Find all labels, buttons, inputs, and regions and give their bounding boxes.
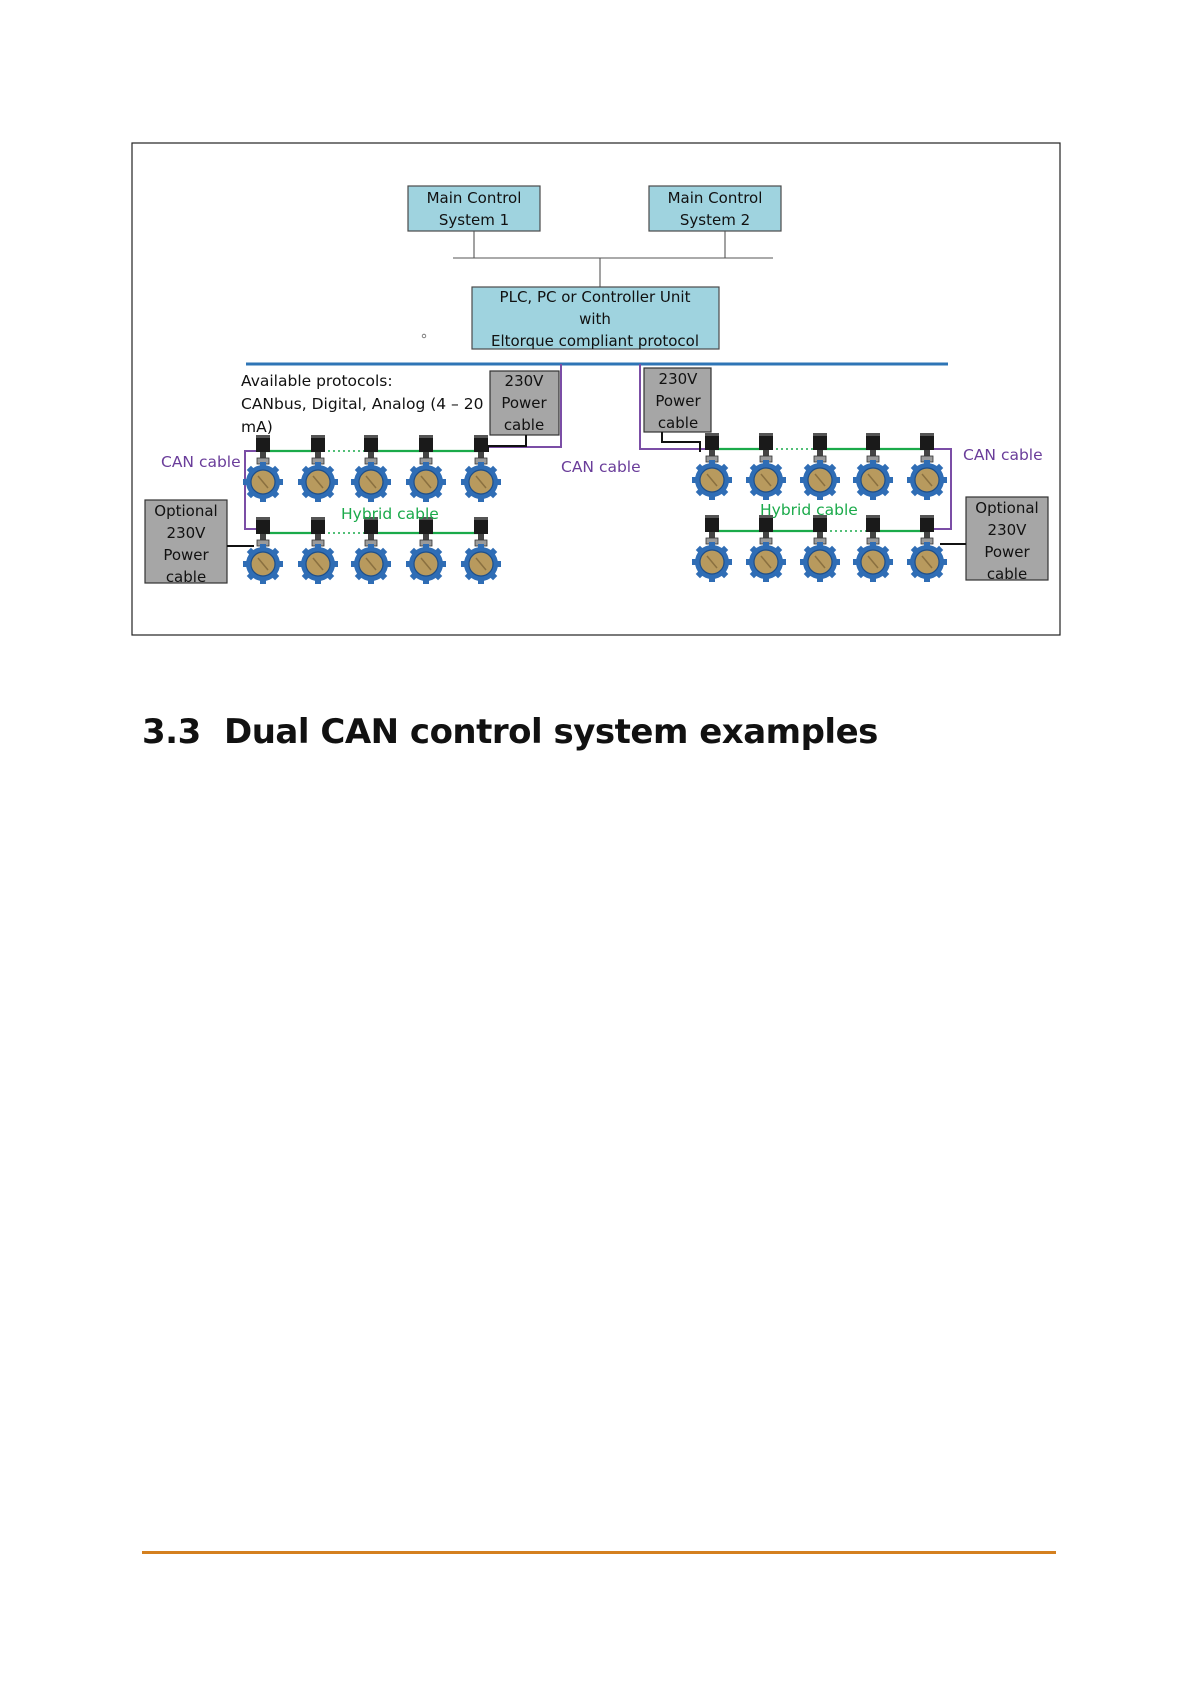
- svg-text:Optional: Optional: [975, 499, 1038, 517]
- svg-text:mA): mA): [241, 418, 273, 436]
- svg-text:Available protocols:: Available protocols:: [241, 372, 393, 390]
- plc-controller-box: PLC, PC or Controller Unit with Eltorque…: [471, 286, 720, 350]
- svg-text:Main Control: Main Control: [427, 189, 522, 207]
- power-right-line-1: 230V: [659, 370, 699, 388]
- svg-text:PLC, PC or Controller Unit: PLC, PC or Controller Unit: [500, 288, 691, 306]
- section-title: Dual CAN control system examples: [224, 712, 878, 752]
- optional-left-line-2: 230V: [167, 524, 207, 542]
- svg-text:230V: 230V: [505, 372, 545, 390]
- main-control-1-line-1: Main Control: [427, 189, 522, 207]
- main-control-system-1-box: Main Control System 1: [407, 185, 541, 232]
- svg-text:cable: cable: [658, 414, 698, 432]
- optional-right-line-3: Power: [984, 543, 1030, 561]
- control-system-diagram: Main Control System 1 Main Control Syste…: [131, 142, 1061, 636]
- plc-line-2: with: [579, 310, 611, 328]
- svg-text:230V: 230V: [659, 370, 699, 388]
- optional-power-right-box: Optional 230V Power cable: [965, 496, 1049, 583]
- svg-text:System 1: System 1: [439, 211, 509, 229]
- power-left-line-1: 230V: [505, 372, 545, 390]
- optional-power-left-box: Optional 230V Power cable: [144, 499, 228, 586]
- svg-text:Power: Power: [655, 392, 701, 410]
- svg-text:Power: Power: [984, 543, 1030, 561]
- svg-text:with: with: [579, 310, 611, 328]
- optional-right-line-4: cable: [987, 565, 1027, 583]
- stray-dot: [421, 333, 427, 339]
- optional-left-line-3: Power: [163, 546, 209, 564]
- svg-text:230V: 230V: [167, 524, 207, 542]
- protocols-note: Available protocols: CANbus, Digital, An…: [241, 372, 483, 436]
- power-cable-left-box: 230V Power cable: [489, 370, 560, 436]
- svg-text:230V: 230V: [988, 521, 1028, 539]
- svg-text:Power: Power: [163, 546, 209, 564]
- svg-text:Eltorque compliant protocol: Eltorque compliant protocol: [491, 332, 699, 350]
- can-cable-label-left: CAN cable: [161, 453, 241, 471]
- svg-text:Power: Power: [501, 394, 547, 412]
- protocols-line-1: Available protocols:: [241, 372, 393, 390]
- can-cable-label-right: CAN cable: [963, 446, 1043, 464]
- optional-left-line-1: Optional: [154, 502, 217, 520]
- figure-frame: [131, 142, 1061, 636]
- main-systems-link: [453, 231, 773, 287]
- section-number: 3.3: [142, 712, 201, 752]
- svg-text:Optional: Optional: [154, 502, 217, 520]
- power-right-line-2: Power: [655, 392, 701, 410]
- svg-text:System 2: System 2: [680, 211, 750, 229]
- main-control-1-line-2: System 1: [439, 211, 509, 229]
- power-left-line-3: cable: [504, 416, 544, 434]
- hybrid-cable-label-left: Hybrid cable: [341, 505, 439, 523]
- protocols-line-2: CANbus, Digital, Analog (4 – 20: [241, 395, 483, 413]
- optional-right-line-2: 230V: [988, 521, 1028, 539]
- svg-text:cable: cable: [166, 568, 206, 586]
- plc-line-1: PLC, PC or Controller Unit: [500, 288, 691, 306]
- section-heading: 3.3 Dual CAN control system examples: [142, 712, 878, 752]
- optional-right-line-1: Optional: [975, 499, 1038, 517]
- footer-rule: [142, 1551, 1056, 1554]
- svg-text:Main Control: Main Control: [668, 189, 763, 207]
- main-control-2-line-2: System 2: [680, 211, 750, 229]
- optional-left-line-4: cable: [166, 568, 206, 586]
- plc-line-3: Eltorque compliant protocol: [491, 332, 699, 350]
- main-control-2-line-1: Main Control: [668, 189, 763, 207]
- protocols-line-3: mA): [241, 418, 273, 436]
- main-control-system-2-box: Main Control System 2: [648, 185, 782, 232]
- power-right-line-3: cable: [658, 414, 698, 432]
- svg-text:cable: cable: [504, 416, 544, 434]
- power-left-line-2: Power: [501, 394, 547, 412]
- svg-text:CANbus, Digital, Analog (4 – 2: CANbus, Digital, Analog (4 – 20: [241, 395, 483, 413]
- power-cable-right-box: 230V Power cable: [643, 367, 712, 433]
- hybrid-cable-label-right: Hybrid cable: [760, 501, 858, 519]
- can-cable-label-center: CAN cable: [561, 458, 641, 476]
- svg-text:cable: cable: [987, 565, 1027, 583]
